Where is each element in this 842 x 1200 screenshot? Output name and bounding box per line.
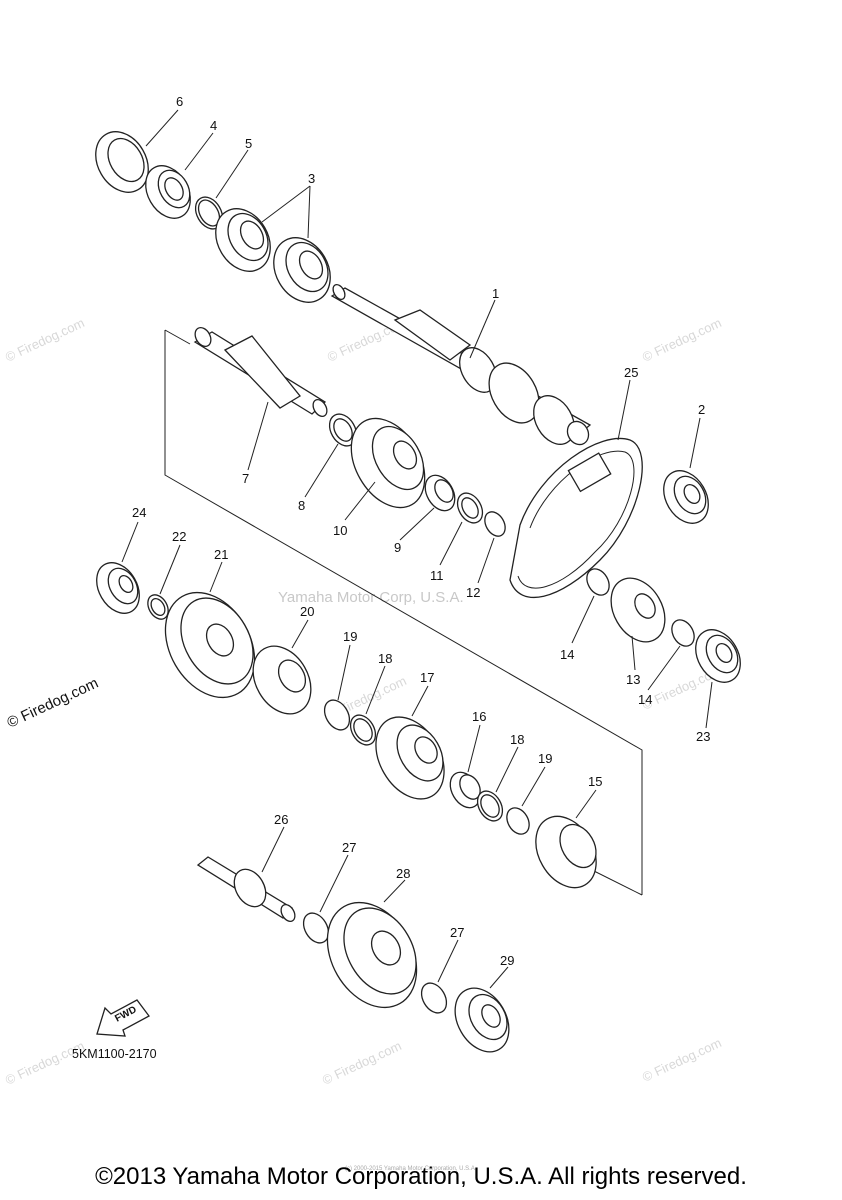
watermark-site: © Firedog.com: [3, 315, 87, 365]
washer-22: [147, 594, 169, 620]
part-label: 19: [538, 751, 552, 766]
main-axle-1: [330, 283, 592, 446]
gear-17: [375, 716, 445, 800]
washer-18a: [349, 714, 377, 746]
part-label: 18: [378, 651, 392, 666]
bearing-24: [96, 562, 140, 614]
sprocket-gear-21: [164, 591, 256, 699]
part-label: 3: [308, 171, 315, 186]
part-label: 12: [466, 585, 480, 600]
circlip-14a: [586, 568, 610, 596]
bearing-29: [454, 987, 510, 1053]
part-label: 10: [333, 523, 347, 538]
shaft-26: [196, 856, 296, 923]
part-label: 23: [696, 729, 710, 744]
bearing-23: [695, 629, 741, 683]
fwd-arrow-icon: FWD: [96, 999, 150, 1037]
part-label: 6: [176, 94, 183, 109]
circlip-19b: [506, 807, 530, 835]
watermark-center: Yamaha Motor Corp, U.S.A.: [278, 589, 464, 606]
part-label: 29: [500, 953, 514, 968]
part-label: 26: [274, 812, 288, 827]
watermark-fine-print: (c) 2000-2015 Yamaha Motor Corporation, …: [345, 1166, 477, 1172]
part-label: 5: [245, 136, 252, 151]
o-ring-5: [194, 196, 224, 230]
part-label: 19: [343, 629, 357, 644]
bearing-3a: [215, 208, 271, 272]
part-label: 27: [450, 925, 464, 940]
watermark-site: © Firedog.com: [320, 1038, 404, 1088]
part-label: 20: [300, 604, 314, 619]
part-label: 2: [698, 402, 705, 417]
assembly-bracket: [164, 329, 643, 896]
part-label: 16: [472, 709, 486, 724]
part-label: 11: [430, 568, 444, 583]
part-label: 28: [396, 866, 410, 881]
circlip-14b: [671, 619, 695, 647]
part-label: 17: [420, 670, 434, 685]
part-label: 13: [626, 672, 640, 687]
chain-25: [509, 437, 643, 599]
part-label: 22: [172, 529, 186, 544]
leader-lines: [121, 109, 713, 989]
part-label: 25: [624, 365, 638, 380]
gear-10: [350, 417, 426, 509]
watermark-site: © Firedog.com: [640, 315, 724, 365]
circlip-12: [484, 511, 506, 537]
clutch-hub-20: [252, 645, 312, 715]
drive-axle-7: [193, 327, 328, 418]
part-label: 4: [210, 118, 217, 133]
bushing-16: [449, 771, 481, 809]
circlip-27b: [420, 982, 448, 1014]
part-label: 27: [342, 840, 356, 855]
part-label: 8: [298, 498, 305, 513]
collar-11: [456, 492, 484, 524]
part-label: 7: [242, 471, 249, 486]
part-label: 24: [132, 505, 146, 520]
gear-15: [535, 815, 597, 889]
part-label: 1: [492, 286, 499, 301]
watermark-site: © Firedog.com: [640, 1035, 724, 1085]
bearing-2: [663, 470, 709, 524]
drawing-code: 5KM1100-2170: [72, 1047, 157, 1061]
copyright-notice: ©2013 Yamaha Motor Corporation, U.S.A. A…: [95, 1163, 747, 1190]
sprocket-13: [610, 577, 666, 643]
circlip-19a: [323, 699, 351, 731]
watermark-site: © Firedog.com: [3, 1038, 87, 1088]
circlip-27a: [302, 912, 330, 944]
part-label: 21: [214, 547, 228, 562]
part-label: 14: [638, 692, 652, 707]
part-label: 15: [588, 774, 602, 789]
watermark-site-dark: © Firedog.com: [5, 675, 102, 732]
gear-28: [326, 901, 418, 1009]
part-label: 18: [510, 732, 524, 747]
part-label: 14: [560, 647, 574, 662]
bearing-4: [145, 165, 191, 219]
washer-18b: [476, 790, 504, 822]
needle-bearing-9: [424, 474, 456, 512]
oil-seal-6: [95, 131, 149, 193]
bearing-3b: [273, 237, 331, 303]
part-label: 9: [394, 540, 401, 555]
part-number-labels: 6 4 5 3 1 25 2 7 8 10 9 11 12 24 22 21 2…: [132, 94, 710, 968]
